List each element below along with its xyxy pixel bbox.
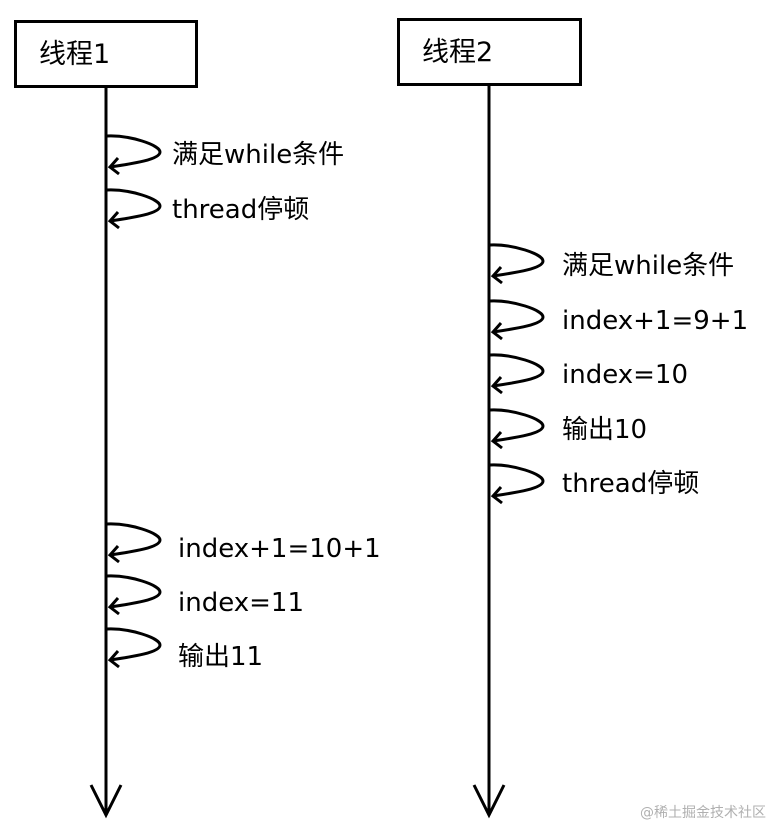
thread-1-title: 线程1 — [39, 38, 111, 70]
thread-2-step-5: thread停顿 — [562, 469, 700, 499]
thread-1-self-loop-2 — [106, 188, 162, 230]
thread-2-step-3: index=10 — [562, 360, 689, 390]
thread-1-step-4: index=11 — [178, 588, 305, 618]
thread-2-self-loop-4 — [489, 408, 545, 450]
thread-2-self-loop-1 — [489, 243, 545, 285]
thread-1-self-loop-4 — [106, 574, 162, 616]
thread-1-self-loop-5 — [106, 627, 162, 669]
thread-1-step-5: 输出11 — [178, 642, 264, 672]
thread-1-step-1: 满足while条件 — [172, 140, 345, 170]
thread-2-self-loop-3 — [489, 353, 545, 395]
thread-1-header: 线程1 — [14, 20, 198, 88]
thread-2-arrowhead — [472, 784, 506, 819]
thread-1-self-loop-3 — [106, 522, 162, 564]
thread-1-step-2: thread停顿 — [172, 195, 310, 225]
thread-2-step-4: 输出10 — [562, 415, 648, 445]
thread-2-step-2: index+1=9+1 — [562, 306, 749, 336]
thread-2-title: 线程2 — [422, 36, 494, 68]
thread-2-step-1: 满足while条件 — [562, 251, 735, 281]
watermark: @稀土掘金技术社区 — [640, 805, 766, 821]
thread-2-self-loop-2 — [489, 299, 545, 341]
thread-1-self-loop-1 — [106, 134, 162, 176]
thread-2-self-loop-5 — [489, 463, 545, 505]
thread-2-header: 线程2 — [397, 18, 582, 86]
thread-1-arrowhead — [89, 784, 123, 819]
thread-1-step-3: index+1=10+1 — [178, 534, 381, 564]
